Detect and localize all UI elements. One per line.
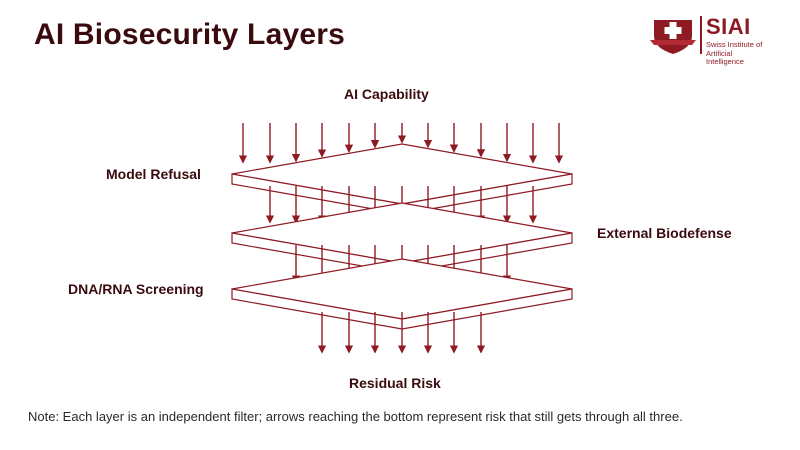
slide-title: AI Biosecurity Layers [34, 18, 345, 51]
siai-logo: SIAI Swiss Institute of Artificial Intel… [648, 14, 768, 65]
logo-divider [700, 16, 702, 54]
footnote: Note: Each layer is an independent filte… [28, 409, 683, 424]
logo-subtitle-line2: Artificial Intelligence [706, 49, 744, 66]
top-label-ai-capability: AI Capability [344, 86, 429, 102]
swiss-shield-icon [650, 20, 696, 54]
logo-wordmark: SIAI [706, 14, 751, 39]
layer-label-dna-rna-screening: DNA/RNA Screening [68, 281, 204, 297]
layer-label-external-biodefense: External Biodefense [597, 225, 732, 241]
logo-subtitle-line1: Swiss Institute of [706, 40, 763, 49]
layer-label-model-refusal: Model Refusal [106, 166, 201, 182]
layer-dna-rna-screening-top [231, 258, 573, 320]
bottom-label-residual-risk: Residual Risk [349, 375, 441, 391]
